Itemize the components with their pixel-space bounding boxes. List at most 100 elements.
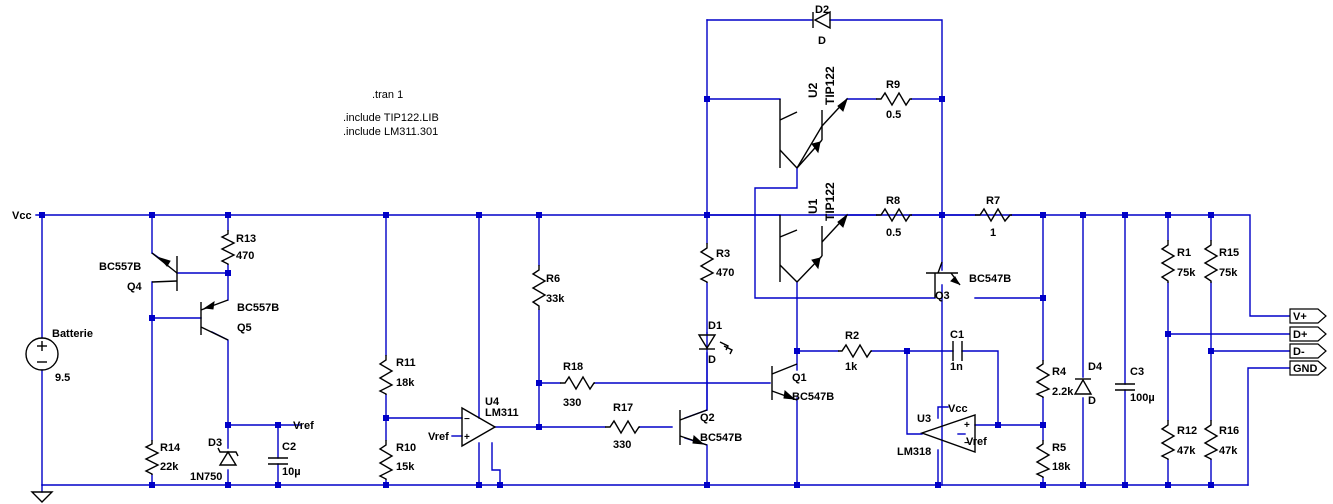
label-r7-name: R7 xyxy=(986,195,1000,207)
resistor-r6[interactable] xyxy=(531,265,547,310)
net-labels: Vcc Vref Vref Vcc Vref xyxy=(12,210,987,448)
capacitor-c1[interactable] xyxy=(952,341,963,361)
transistor-q1[interactable] xyxy=(771,363,798,401)
net-label-vref-u3: Vref xyxy=(966,436,987,448)
component-labels: Batterie 9.5 BC557B Q4 BC557B Q5 R13 470… xyxy=(52,4,1239,483)
transistor-q2[interactable] xyxy=(679,409,708,446)
svg-text:−: − xyxy=(964,438,970,449)
resistor-r1[interactable] xyxy=(1160,240,1176,283)
led-d1[interactable] xyxy=(697,334,733,355)
label-q1-name: Q1 xyxy=(792,372,807,384)
battery-batterie[interactable] xyxy=(25,337,59,371)
label-c1-value: 1n xyxy=(950,361,963,373)
label-d2-value: D xyxy=(818,35,826,47)
label-u3-value: LM318 xyxy=(897,446,931,458)
resistor-r10[interactable] xyxy=(378,440,394,480)
resistor-r4[interactable] xyxy=(1035,360,1051,398)
label-c2-name: C2 xyxy=(282,441,296,453)
diode-d4[interactable] xyxy=(1073,378,1093,395)
label-q5-model: BC557B xyxy=(237,302,279,314)
label-r17-value: 330 xyxy=(613,439,631,451)
label-r14-value: 22k xyxy=(160,461,179,473)
label-q5-name: Q5 xyxy=(237,322,252,334)
label-q4-model: BC557B xyxy=(99,261,141,273)
label-q4-name: Q4 xyxy=(127,281,143,293)
label-d4-value: D xyxy=(1088,395,1096,407)
label-r5-value: 18k xyxy=(1052,461,1071,473)
net-label-vref-u4: Vref xyxy=(428,431,449,443)
resistor-r8[interactable] xyxy=(876,207,912,223)
label-r7-value: 1 xyxy=(990,227,996,239)
label-d1-name: D1 xyxy=(708,320,722,332)
darlington-u1[interactable] xyxy=(779,213,848,283)
label-c3-value: 100µ xyxy=(1130,392,1155,404)
directive-include-tip122: .include TIP122.LIB xyxy=(343,112,439,124)
comparator-u4[interactable] xyxy=(461,406,497,448)
resistor-r17[interactable] xyxy=(605,419,640,435)
label-r4-name: R4 xyxy=(1052,366,1067,378)
opamp-u3[interactable] xyxy=(919,414,976,453)
transistor-q3[interactable] xyxy=(926,261,961,298)
label-q1-value: BC547B xyxy=(792,391,834,403)
resistor-r2[interactable] xyxy=(838,343,872,359)
label-r3-value: 470 xyxy=(716,267,734,279)
label-u4-name: U4 xyxy=(485,396,500,408)
capacitor-c3[interactable] xyxy=(1115,383,1135,391)
label-r15-name: R15 xyxy=(1219,247,1239,259)
resistor-r16[interactable] xyxy=(1203,420,1219,460)
label-c3-name: C3 xyxy=(1130,366,1144,378)
label-r13-name: R13 xyxy=(236,233,256,245)
transistor-q4[interactable] xyxy=(151,252,178,291)
label-r1-name: R1 xyxy=(1177,247,1191,259)
label-d3-name: D3 xyxy=(208,437,222,449)
label-r3-name: R3 xyxy=(716,248,730,260)
resistor-r9[interactable] xyxy=(876,91,912,107)
resistor-r18[interactable] xyxy=(560,375,595,391)
transistor-q5[interactable] xyxy=(200,299,229,341)
directives: .tran 1 .include TIP122.LIB .include LM3… xyxy=(343,89,439,138)
label-u3-name: U3 xyxy=(917,413,931,425)
resistor-r3[interactable] xyxy=(699,243,715,283)
port-label-vplus: V+ xyxy=(1293,311,1307,323)
resistor-r7[interactable] xyxy=(975,207,1012,223)
label-r16-value: 47k xyxy=(1219,445,1238,457)
label-d2-name: D2 xyxy=(815,4,829,16)
label-r11-name: R11 xyxy=(396,357,416,369)
label-u1-value: TIP122 xyxy=(823,182,837,221)
label-r11-value: 18k xyxy=(396,377,415,389)
resistor-r14[interactable] xyxy=(144,440,160,475)
directive-include-lm311: .include LM311.301 xyxy=(343,126,438,138)
darlington-u2[interactable] xyxy=(779,97,848,169)
label-r12-name: R12 xyxy=(1177,425,1197,437)
label-r16-name: R16 xyxy=(1219,425,1239,437)
resistor-r13[interactable] xyxy=(220,230,236,265)
resistor-r12[interactable] xyxy=(1160,420,1176,460)
label-r9-name: R9 xyxy=(886,79,900,91)
label-r9-value: 0.5 xyxy=(886,109,901,121)
label-c2-value: 10µ xyxy=(282,466,301,478)
resistor-r11[interactable] xyxy=(378,355,394,395)
capacitor-c2[interactable] xyxy=(268,457,288,465)
ground-symbol xyxy=(30,491,54,503)
label-r10-value: 15k xyxy=(396,461,415,473)
resistor-r5[interactable] xyxy=(1035,440,1051,478)
port-flags[interactable] xyxy=(1289,308,1327,376)
label-c1-name: C1 xyxy=(950,329,964,341)
zener-d3[interactable] xyxy=(217,447,239,466)
label-u2-value: TIP122 xyxy=(823,66,837,105)
label-r15-value: 75k xyxy=(1219,267,1238,279)
wires xyxy=(35,19,1291,493)
label-q3-name: Q3 xyxy=(935,290,950,302)
label-q2-value: BC547B xyxy=(700,432,742,444)
net-label-vref-c2: Vref xyxy=(293,420,314,432)
label-r17-name: R17 xyxy=(613,402,633,414)
label-batt-name: Batterie xyxy=(52,328,93,340)
resistor-r15[interactable] xyxy=(1203,240,1219,283)
label-batt-value: 9.5 xyxy=(55,372,70,384)
diode-d2[interactable] xyxy=(812,10,831,30)
label-r18-name: R18 xyxy=(563,361,583,373)
label-r10-name: R10 xyxy=(396,442,416,454)
label-r4-value: 2.2k xyxy=(1052,386,1074,398)
label-r13-value: 470 xyxy=(236,250,254,262)
